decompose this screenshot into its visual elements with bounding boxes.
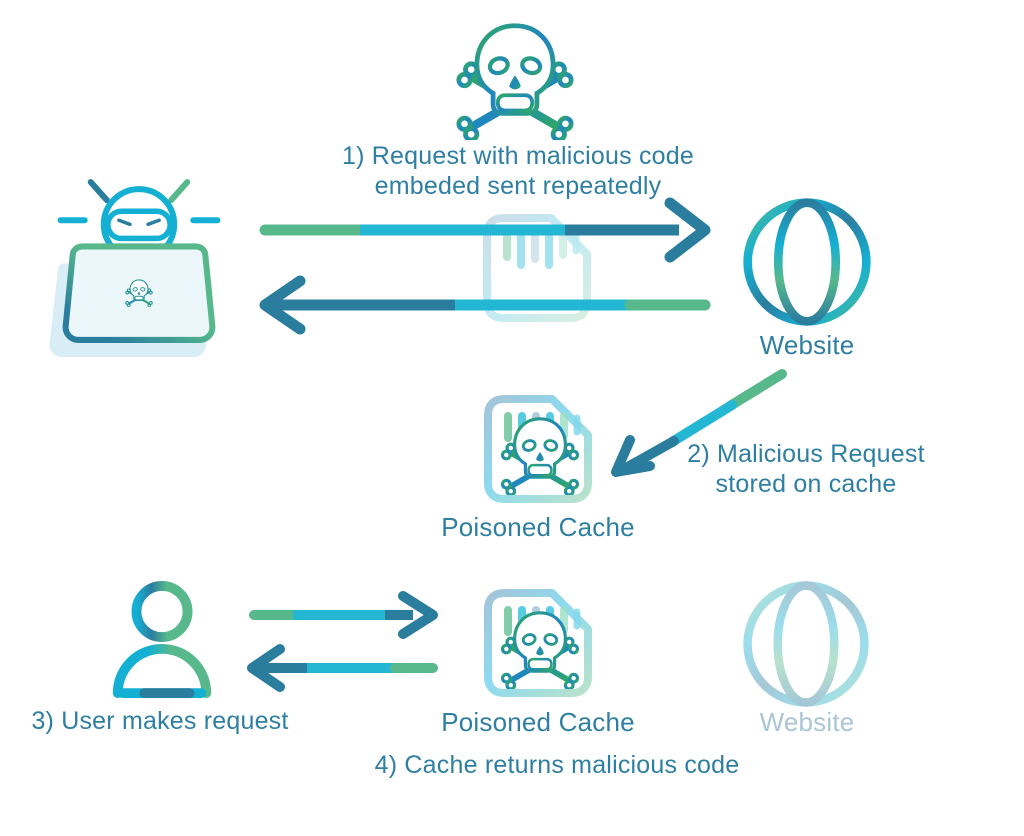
step1-line2: embeded sent repeatedly — [374, 172, 662, 200]
step4-text: 4) Cache returns malicious code — [374, 751, 740, 779]
step2-text: 2) Malicious Request stored on cache — [676, 439, 936, 499]
globe-icon-faded — [740, 578, 872, 710]
step2-line1: 2) Malicious Request — [687, 440, 925, 468]
website-label-bottom: Website — [759, 707, 855, 737]
globe-icon — [740, 195, 874, 329]
user-icon — [112, 581, 212, 699]
poisoned-cache-label-top: Poisoned Cache — [441, 512, 635, 542]
step2-line2: stored on cache — [715, 470, 897, 498]
step1-line1: 1) Request with malicious code — [342, 142, 694, 170]
arrow-right-attacker-to-website — [259, 197, 711, 263]
ninja-eyes — [117, 218, 161, 227]
ninja-mask-band — [105, 208, 173, 242]
arrow-right-user-to-cache — [249, 591, 438, 639]
arrow-left-website-to-attacker — [259, 275, 711, 335]
poisoned-cache-label-bottom: Poisoned Cache — [441, 707, 635, 737]
skull-crossbones-icon — [452, 20, 578, 140]
hacker-laptop-icon — [49, 179, 221, 358]
step3-text: 3) User makes request — [31, 707, 289, 735]
arrow-left-cache-to-user — [247, 644, 438, 692]
website-label-top: Website — [759, 330, 855, 360]
poisoned-cache-document-icon — [477, 583, 599, 703]
step1-text: 1) Request with malicious code embeded s… — [318, 141, 718, 201]
poisoned-cache-document-icon — [477, 389, 599, 509]
arrow-diagonal-website-to-cache — [611, 369, 787, 477]
